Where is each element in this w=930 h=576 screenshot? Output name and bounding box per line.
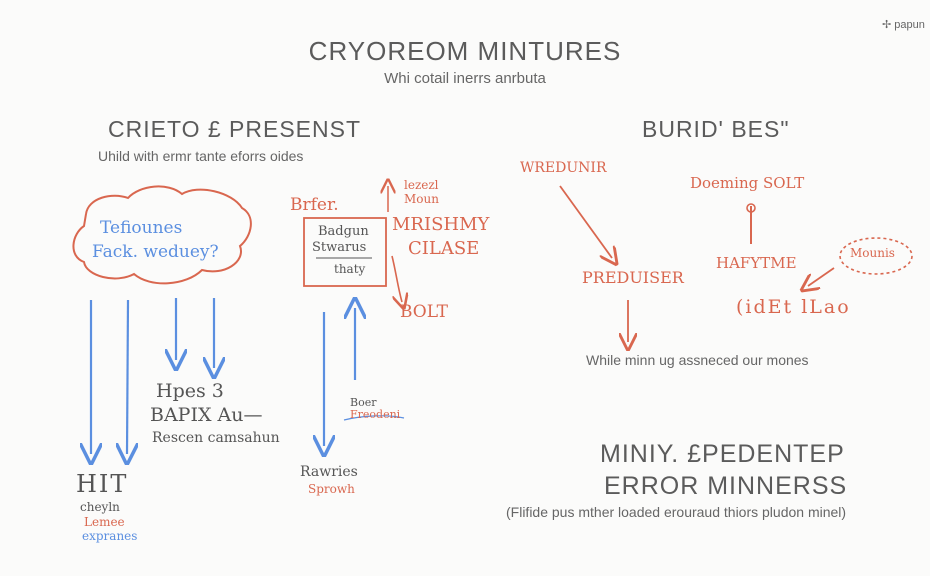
right-caption: While minn ug assneced our mones [586,352,809,368]
box-to-bolt-arrow [391,255,402,302]
down-arrow-2 [127,299,128,454]
bottom-left-line-2: Lemee [84,515,125,529]
small-cloud-label: Mounis [850,246,895,260]
cloud-pointer-arrow [808,267,835,286]
page-subtitle: Whi cotail inerrs anrbuta [384,70,546,87]
marginal-label-1: lezezl [404,178,439,192]
tag-underline [343,415,405,421]
marginal-label-2: Moun [404,192,439,206]
bottom-center-line-2: Sprowh [308,482,355,496]
box-line-1: Badgun [318,224,369,239]
page-title: CRYOREOM MINTURES [308,36,622,66]
left-section-title: CRIETO £ PRESENST [108,116,362,142]
corner-badge-label: papun [894,18,925,31]
footer-title-line-1: MINIY. £PEDENTEP [600,440,845,468]
start-label: WREDUNIR [520,160,607,176]
small-tag-bottom: Freodeni [350,408,401,421]
small-cloud-outline [839,237,913,275]
thought-cloud-outline [72,185,252,285]
box-outline [303,217,387,287]
bottom-left-line-3: expranes [82,529,138,543]
end-label: PREDUISER [582,268,684,287]
doemain-label: Doeming SOLT [690,174,805,192]
side-note-line-2: CILASE [408,238,480,259]
formula-text: (idEt lLao [736,296,851,318]
small-tag-top: Boer [350,396,377,409]
box-line-3: thaty [334,262,366,276]
footer-title-line-2: ERROR MINNERSS [604,472,848,500]
bottom-left-line-1: cheyln [80,500,120,514]
corner-badge: ✢ papun [882,18,925,32]
bubble-label: Brfer. [290,195,339,215]
footer-caption: (Flifide pus mther loaded erouraud thior… [506,504,847,520]
sparkle-icon: ✢ [882,19,892,31]
hafy-label: HAFYTME [716,254,797,272]
diag-arrow [559,185,612,258]
doem-top-dot [746,203,756,213]
cloud-line-2: Fack. weduey? [92,242,219,262]
middle-text-3: Rescen camsahun [152,430,280,446]
box-line-2: Stwarus [312,240,367,255]
left-section-subtitle: Uhild with ermr tante eforrs oides [98,148,304,164]
bottom-center-line-1: Rawries [300,464,358,480]
middle-text-2: BAPIX Au— [150,404,263,426]
bolt-label: BOLT [400,302,448,322]
bottom-left-heading: HIT [76,470,129,498]
middle-text-1: Hpes 3 [156,380,224,402]
cloud-line-1: Tefiounes [100,218,183,238]
right-section-title: BURID' BES" [642,116,790,142]
side-note-line-1: MRISHMY [392,214,490,235]
